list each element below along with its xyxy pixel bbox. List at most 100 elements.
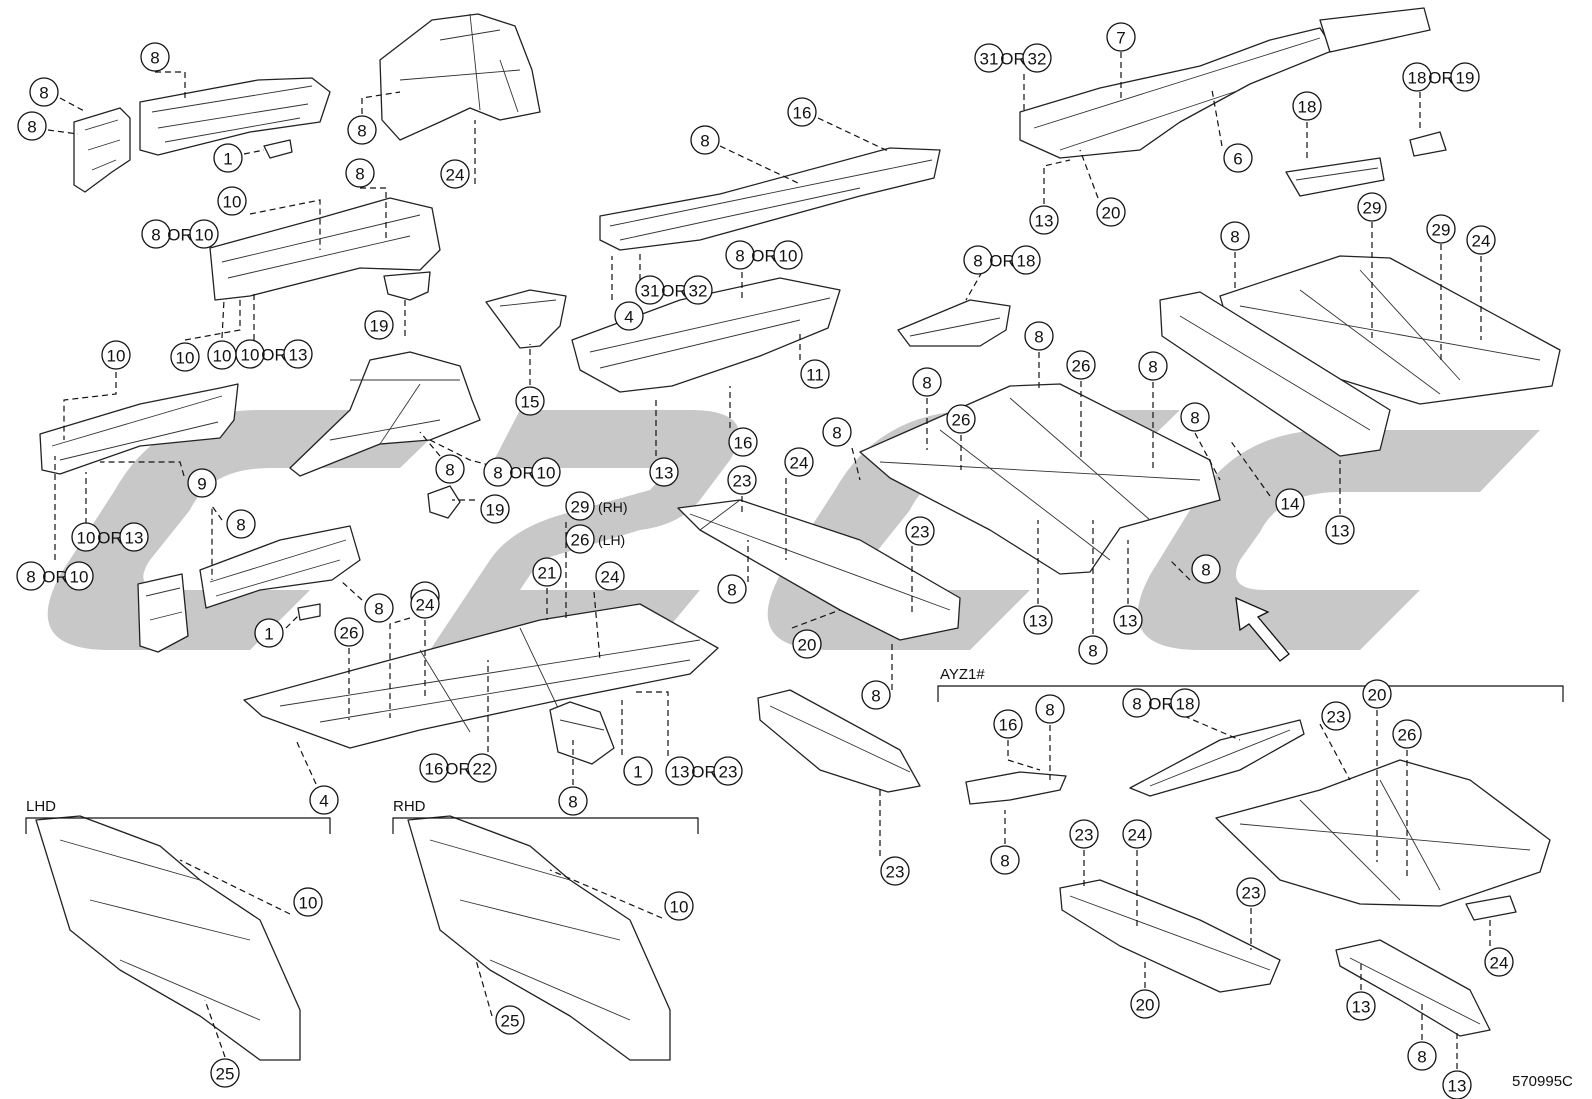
callout-c69: 26	[946, 404, 976, 434]
callout-number: 18	[1298, 98, 1317, 117]
callout-number: 19	[486, 501, 505, 520]
callout-number: 8	[493, 464, 502, 483]
part-rocker-inner-right	[571, 277, 841, 393]
callout-c12: 10	[207, 340, 237, 370]
callout-c33: 16	[728, 427, 758, 457]
callout-number: 4	[624, 308, 633, 327]
leader-line-c19	[339, 579, 363, 601]
callout-c34: 26	[334, 617, 364, 647]
callout-number: 20	[1368, 686, 1387, 705]
part-outline	[1335, 939, 1491, 1037]
callout-c45: 23	[727, 465, 757, 495]
part-outline	[263, 139, 293, 159]
callout-circle	[665, 756, 695, 786]
callout-circle	[784, 447, 814, 477]
leader-line-c77	[179, 859, 291, 915]
callout-c10: 19	[364, 310, 394, 340]
callout-circle	[974, 43, 1004, 73]
part-outline	[549, 701, 615, 765]
callout-number: 13	[655, 464, 674, 483]
leader-line-c37	[295, 739, 317, 785]
callout-c79: 10	[664, 891, 694, 921]
callout-circle	[71, 522, 101, 552]
callout-number: 24	[1472, 232, 1491, 251]
part-detail	[1239, 779, 1531, 901]
callout-circle	[1466, 225, 1496, 255]
part-detail	[1149, 729, 1291, 787]
or-separator: OR	[691, 763, 717, 782]
watermark-letter-c3	[1137, 430, 1540, 650]
callout-c1: 8	[140, 42, 170, 72]
callout-circle	[1223, 143, 1253, 173]
callout-number: 10	[195, 226, 214, 245]
callout-c28: 4	[614, 301, 644, 331]
callout-c78: 25	[210, 1058, 240, 1088]
callout-number: 13	[1029, 612, 1048, 631]
callout-circle	[861, 680, 891, 710]
callout-number: 26	[1398, 726, 1417, 745]
callout-number: 31	[980, 50, 999, 69]
part-detail	[1239, 269, 1541, 395]
callout-c62: 29	[1426, 214, 1456, 244]
or-separator: OR	[445, 760, 471, 779]
callout-c50: 23	[905, 516, 935, 546]
callout-circle	[187, 468, 217, 498]
callout-circle	[309, 785, 339, 815]
callout-number: 10	[670, 898, 689, 917]
callout-number: 23	[911, 523, 930, 542]
part-outline	[1129, 719, 1305, 797]
callout-number: 16	[793, 104, 812, 123]
callout-c77: 10	[293, 887, 323, 917]
callout-circle	[1138, 351, 1168, 381]
or-separator: OR	[42, 568, 68, 587]
callout-number: 8	[871, 687, 880, 706]
callout-c20: 1	[254, 618, 284, 648]
leader-line-c64	[965, 271, 983, 301]
callout-number: 26	[571, 531, 590, 550]
callout-number: 8	[727, 581, 736, 600]
callout-number: 11	[806, 366, 824, 385]
callout-c82: 8	[1035, 694, 1065, 724]
callout-number: 8	[1230, 228, 1239, 247]
callout-circle	[410, 589, 440, 619]
part-detail	[879, 397, 1201, 561]
callout-c67: 8	[1138, 351, 1168, 381]
callout-number: 23	[733, 472, 752, 491]
callout-c6: 24	[440, 159, 470, 189]
callout-circle	[963, 245, 993, 275]
callout-circle	[1023, 605, 1053, 635]
callout-number: 13	[1119, 612, 1138, 631]
callout-number: 8	[1000, 852, 1009, 871]
callout-circle	[1362, 679, 1392, 709]
part-outline	[427, 485, 461, 519]
leader-line-c35	[389, 617, 411, 718]
callout-circle	[1106, 22, 1136, 52]
callout-number: 15	[521, 393, 540, 412]
callout-circle	[254, 618, 284, 648]
callout-number: 23	[1327, 708, 1346, 727]
callout-c66: 26	[1066, 350, 1096, 380]
callout-circle	[635, 275, 665, 305]
callout-number: 8	[357, 122, 366, 141]
callout-number: 22	[473, 760, 492, 779]
callout-c51: 8	[861, 680, 891, 710]
callout-circle	[235, 339, 265, 369]
callout-number: 24	[1128, 826, 1147, 845]
callout-c2: 8	[29, 77, 59, 107]
callout-circle	[773, 240, 803, 270]
callout-number: 13	[125, 529, 144, 548]
leader-line-c74	[1169, 559, 1191, 581]
part-front-floor-pan	[243, 603, 719, 749]
callout-number: 13	[1331, 522, 1350, 541]
callout-number: 1	[223, 150, 232, 169]
callout-number: 10	[537, 464, 556, 483]
callout-circle	[1191, 554, 1221, 584]
callout-number: 23	[1075, 826, 1094, 845]
callout-circle	[1024, 321, 1054, 351]
callout-circle	[1292, 91, 1322, 121]
callout-number: 8	[735, 247, 744, 266]
callout-number: 25	[216, 1065, 235, 1084]
callout-c37: 4	[309, 785, 339, 815]
